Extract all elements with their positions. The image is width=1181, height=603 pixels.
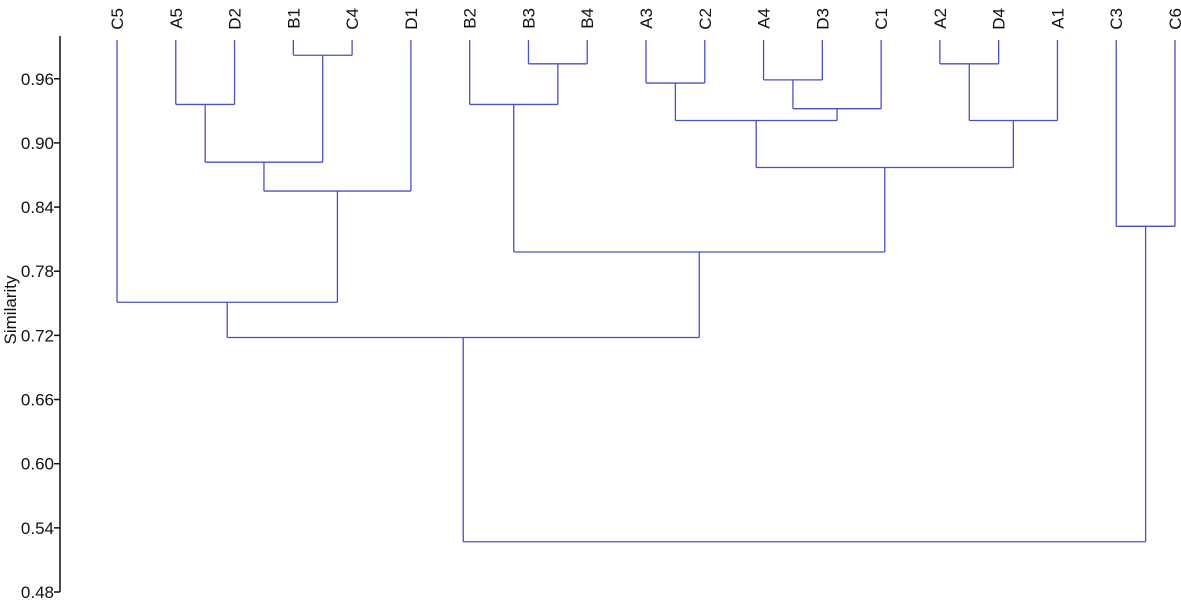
leaf-label: A5: [167, 8, 186, 29]
leaf-label: C1: [872, 8, 891, 30]
leaf-label: A3: [637, 8, 656, 29]
y-tick-label: 0.72: [21, 326, 54, 345]
leaf-label: D3: [813, 8, 832, 30]
leaf-label: B3: [519, 8, 538, 29]
y-tick-label: 0.96: [21, 70, 54, 89]
leaf-label: B1: [284, 8, 303, 29]
leaf-label: C2: [696, 8, 715, 30]
y-tick-label: 0.54: [21, 519, 54, 538]
y-tick-label: 0.84: [21, 198, 54, 217]
y-axis-title: Similarity: [1, 275, 20, 344]
leaf-label: C3: [1107, 8, 1126, 30]
leaf-label: A4: [755, 8, 774, 29]
y-tick-label: 0.90: [21, 134, 54, 153]
leaf-labels: C5 A5 D2 B1 C4 D1 B2 B3 B4 A3 C2 A4 D3 C1 A2 D4 A1 C3 C6: [108, 8, 1181, 30]
leaf-label: D4: [990, 8, 1009, 30]
leaf-label: D2: [226, 8, 245, 30]
dendrogram-tree: [116, 40, 1176, 543]
leaf-label: D1: [402, 8, 421, 30]
y-tick-label: 0.48: [21, 583, 54, 602]
leaf-label: B2: [461, 8, 480, 29]
leaf-label: B4: [578, 8, 597, 29]
leaf-label: C6: [1166, 8, 1181, 30]
y-axis: 0.96 0.90 0.84 0.78 0.72 0.66 0.60 0.54 0.48: [21, 36, 61, 602]
y-tick-label: 0.78: [21, 262, 54, 281]
leaf-label: C4: [343, 8, 362, 30]
leaf-label: A1: [1048, 8, 1067, 29]
leaf-label: C5: [108, 8, 127, 30]
leaf-label: A2: [931, 8, 950, 29]
y-tick-label: 0.66: [21, 391, 54, 410]
y-tick-label: 0.60: [21, 455, 54, 474]
